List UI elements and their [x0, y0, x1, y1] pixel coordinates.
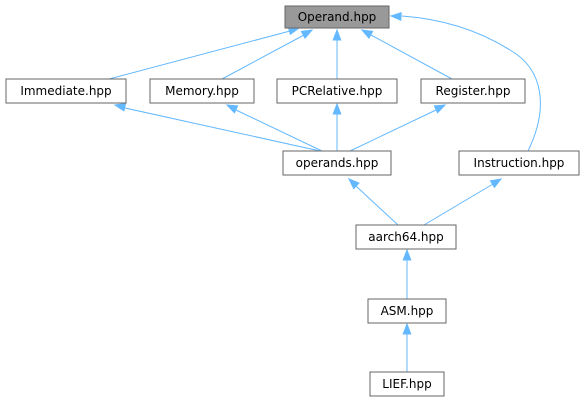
node-instruction-hpp[interactable]: Instruction.hpp	[458, 150, 580, 176]
node-box	[282, 150, 392, 176]
node-label: Instruction.hpp	[474, 156, 565, 170]
node-aarch64-hpp[interactable]: aarch64.hpp	[355, 224, 457, 250]
arrowhead-icon	[360, 29, 374, 39]
node-register-hpp[interactable]: Register.hpp	[420, 78, 526, 104]
edges-layer	[108, 12, 541, 372]
edge-line	[108, 30, 291, 80]
arrowhead-icon	[402, 322, 412, 335]
arrowhead-icon	[113, 102, 127, 112]
node-box	[276, 78, 398, 104]
arrowhead-icon	[489, 178, 503, 189]
node-label: operands.hpp	[296, 156, 379, 170]
node-box	[420, 78, 526, 104]
edge-operands-to-immediate	[113, 102, 321, 152]
arrowhead-icon	[300, 29, 314, 39]
edge-operands-to-pcrelative	[332, 102, 342, 151]
node-label: Memory.hpp	[165, 84, 239, 98]
arrowhead-icon	[225, 104, 239, 114]
arrowhead-icon	[433, 104, 447, 114]
node-pcrelative-hpp[interactable]: PCRelative.hpp	[276, 78, 398, 104]
node-label: Register.hpp	[436, 84, 511, 98]
edge-line	[221, 34, 305, 80]
arrowhead-icon	[347, 178, 360, 190]
edge-line	[370, 34, 453, 80]
arrowhead-icon	[402, 248, 412, 261]
node-box	[367, 298, 447, 324]
nodes-layer: Operand.hpp Immediate.hpp Memory.hpp PCR…	[5, 5, 580, 397]
edge-line	[355, 185, 399, 226]
node-lief-hpp[interactable]: LIEF.hpp	[369, 371, 445, 397]
arrowhead-icon	[332, 102, 342, 115]
node-box	[284, 5, 390, 29]
arrowhead-icon	[332, 28, 342, 41]
node-label: LIEF.hpp	[382, 377, 431, 391]
node-box	[458, 150, 580, 176]
edge-line	[401, 15, 541, 152]
edge-pcrelative-to-operand	[332, 28, 342, 79]
node-immediate-hpp[interactable]: Immediate.hpp	[5, 78, 127, 104]
node-operands-hpp[interactable]: operands.hpp	[282, 150, 392, 176]
edge-line	[124, 107, 321, 152]
edge-asm-to-aarch64	[402, 248, 412, 299]
edge-instruction-to-operand	[389, 12, 541, 152]
node-operand-hpp[interactable]: Operand.hpp	[284, 5, 390, 29]
node-box	[5, 78, 127, 104]
node-box	[355, 224, 457, 250]
edge-line	[423, 183, 494, 226]
edge-line	[349, 109, 437, 152]
edge-aarch64-to-operands	[347, 178, 399, 226]
node-box	[149, 78, 255, 104]
edge-operands-to-memory	[225, 104, 323, 152]
edge-lief-to-asm	[402, 322, 412, 372]
node-label: Immediate.hpp	[20, 84, 111, 98]
edge-operands-to-register	[349, 104, 447, 152]
node-label: PCRelative.hpp	[292, 84, 383, 98]
node-box	[369, 371, 445, 397]
node-asm-hpp[interactable]: ASM.hpp	[367, 298, 447, 324]
edge-aarch64-to-instruction	[423, 178, 503, 226]
arrowhead-icon	[389, 12, 402, 22]
edge-line	[235, 109, 323, 152]
node-label: Operand.hpp	[298, 10, 377, 24]
edge-register-to-operand	[360, 29, 453, 80]
node-label: aarch64.hpp	[368, 230, 444, 244]
node-memory-hpp[interactable]: Memory.hpp	[149, 78, 255, 104]
edge-memory-to-operand	[221, 29, 314, 80]
node-label: ASM.hpp	[381, 304, 434, 318]
